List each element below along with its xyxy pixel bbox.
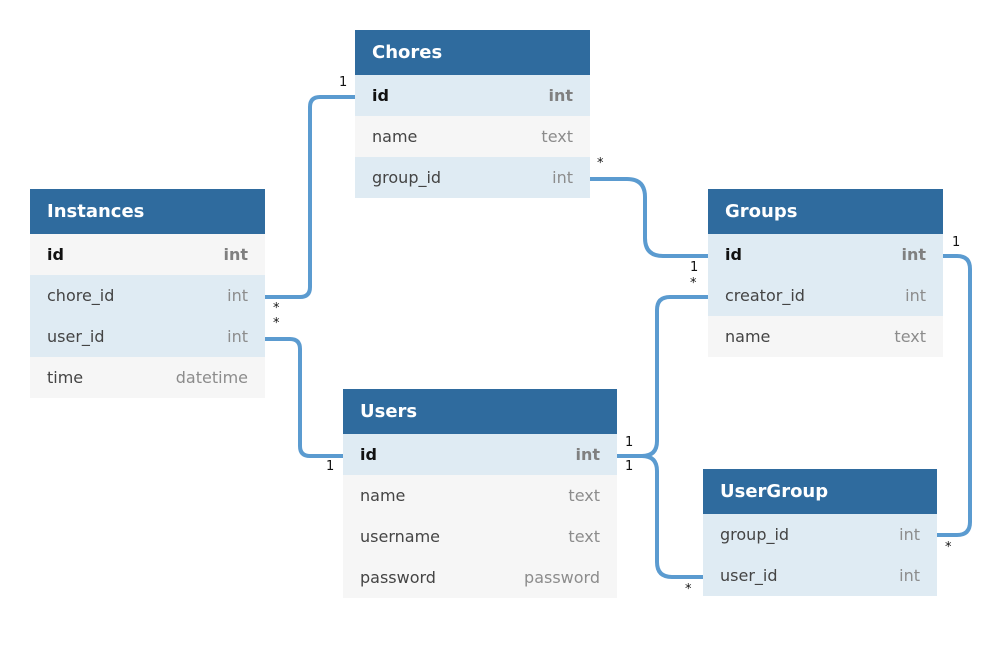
field-row[interactable]: username text <box>343 516 617 557</box>
field-type: int <box>227 286 248 305</box>
field-name: id <box>372 86 389 105</box>
field-row[interactable]: group_id int <box>355 157 590 198</box>
field-type: int <box>575 445 600 464</box>
field-name: name <box>725 327 771 346</box>
field-type: text <box>568 486 600 505</box>
field-type: int <box>901 245 926 264</box>
card-instances-user-many: * <box>273 316 280 331</box>
field-type: int <box>899 566 920 585</box>
field-row[interactable]: id int <box>343 434 617 475</box>
field-row[interactable]: name text <box>708 316 943 357</box>
card-usergroup-user-many: * <box>685 582 692 597</box>
table-instances[interactable]: Instances id int chore_id int user_id in… <box>30 189 265 398</box>
field-row[interactable]: chore_id int <box>30 275 265 316</box>
field-type: datetime <box>175 368 248 387</box>
field-name: user_id <box>47 327 105 346</box>
field-row[interactable]: time datetime <box>30 357 265 398</box>
card-users-one-right-a: 1 <box>625 435 634 450</box>
table-groups[interactable]: Groups id int creator_id int name text <box>708 189 943 357</box>
line-instances-chores[interactable] <box>263 95 357 299</box>
field-row[interactable]: creator_id int <box>708 275 943 316</box>
line-groups-users[interactable] <box>615 295 710 458</box>
card-usergroup-group-many: * <box>945 540 952 555</box>
table-users[interactable]: Users id int name text username text pas… <box>343 389 617 598</box>
field-row[interactable]: user_id int <box>703 555 937 596</box>
field-name: creator_id <box>725 286 805 305</box>
card-users-one-left: 1 <box>326 459 335 474</box>
field-name: password <box>360 568 436 587</box>
field-row[interactable]: id int <box>708 234 943 275</box>
field-row[interactable]: id int <box>355 75 590 116</box>
field-type: text <box>541 127 573 146</box>
field-name: username <box>360 527 440 546</box>
card-chores-group-many: * <box>597 156 604 171</box>
line-instances-users[interactable] <box>263 337 345 458</box>
field-type: text <box>894 327 926 346</box>
table-usergroup[interactable]: UserGroup group_id int user_id int <box>703 469 937 596</box>
table-title: UserGroup <box>703 469 937 514</box>
field-type: int <box>223 245 248 264</box>
field-row[interactable]: group_id int <box>703 514 937 555</box>
table-title: Groups <box>708 189 943 234</box>
field-row[interactable]: name text <box>343 475 617 516</box>
line-usergroup-users[interactable] <box>640 454 705 579</box>
field-name: group_id <box>372 168 442 187</box>
field-name: user_id <box>720 566 778 585</box>
table-chores[interactable]: Chores id int name text group_id int <box>355 30 590 198</box>
field-name: chore_id <box>47 286 115 305</box>
table-title: Users <box>343 389 617 434</box>
field-type: int <box>899 525 920 544</box>
field-name: group_id <box>720 525 790 544</box>
line-usergroup-groups[interactable] <box>935 254 972 537</box>
field-type: text <box>568 527 600 546</box>
field-name: name <box>372 127 418 146</box>
table-title: Chores <box>355 30 590 75</box>
card-groups-creator-many: * <box>690 276 697 291</box>
field-type: int <box>227 327 248 346</box>
card-groups-one-right: 1 <box>952 235 961 250</box>
field-type: password <box>524 568 600 587</box>
field-row[interactable]: name text <box>355 116 590 157</box>
field-name: id <box>47 245 64 264</box>
line-chores-groups[interactable] <box>588 177 710 258</box>
field-name: id <box>725 245 742 264</box>
field-row[interactable]: id int <box>30 234 265 275</box>
field-name: name <box>360 486 406 505</box>
card-groups-one-top: 1 <box>690 260 699 275</box>
field-type: int <box>552 168 573 187</box>
field-type: int <box>905 286 926 305</box>
field-name: time <box>47 368 84 387</box>
field-type: int <box>548 86 573 105</box>
card-chores-one: 1 <box>339 75 348 90</box>
field-row[interactable]: password password <box>343 557 617 598</box>
card-users-one-right-b: 1 <box>625 459 634 474</box>
field-row[interactable]: user_id int <box>30 316 265 357</box>
card-instances-chore-many: * <box>273 301 280 316</box>
field-name: id <box>360 445 377 464</box>
table-title: Instances <box>30 189 265 234</box>
